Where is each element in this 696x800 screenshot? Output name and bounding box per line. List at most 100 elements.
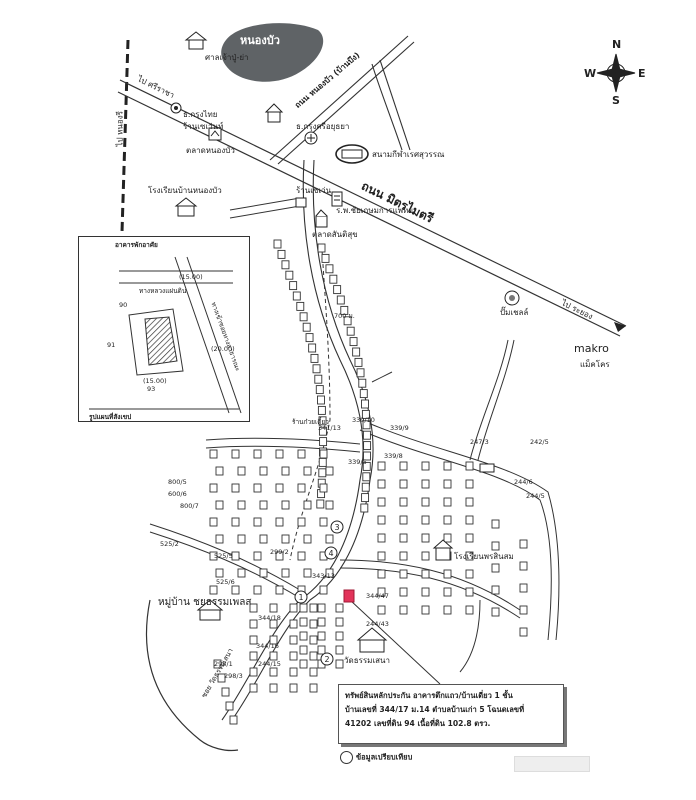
house-block — [318, 468, 327, 478]
house-block — [317, 631, 326, 641]
house-block — [363, 441, 372, 451]
house-block — [399, 551, 408, 561]
house-block — [281, 568, 290, 578]
house-block — [308, 343, 317, 353]
compass-n: N — [612, 38, 622, 51]
house-block — [314, 374, 323, 384]
shrine-icon — [184, 31, 208, 50]
house-block — [443, 461, 452, 471]
house-block — [269, 635, 278, 645]
house-block — [399, 515, 408, 525]
house-block — [362, 430, 371, 440]
plot-number: 244/15 — [258, 660, 281, 668]
house-block — [519, 561, 528, 571]
plot-number: 244/43 — [366, 620, 389, 628]
building-icon-right — [479, 463, 495, 473]
house-block — [231, 483, 240, 493]
house-block — [319, 517, 328, 527]
house-block — [259, 534, 268, 544]
house-block — [253, 483, 262, 493]
house-block — [281, 466, 290, 476]
plot-number: 339/9 — [390, 424, 409, 432]
house-block — [465, 605, 474, 615]
house-block — [209, 585, 218, 595]
house-block — [421, 569, 430, 579]
to-left-top-label: ไป หนองรี — [115, 111, 125, 147]
market-kanyasuk-icon — [315, 209, 328, 228]
dashed-path — [289, 249, 331, 561]
plot-number: 244/5 — [526, 492, 545, 500]
house-block — [231, 551, 240, 561]
house-block — [363, 451, 371, 461]
plot-number: 343/13 — [312, 572, 335, 580]
house-block — [325, 466, 334, 476]
house-block — [312, 364, 321, 374]
house-block — [277, 249, 286, 259]
house-block — [465, 569, 474, 579]
house-block — [253, 585, 262, 595]
house-block — [491, 541, 500, 551]
house-block — [356, 368, 365, 378]
house-block — [377, 497, 386, 507]
house-block — [325, 264, 334, 274]
plot-number: 525/6 — [216, 578, 235, 586]
house-block — [217, 673, 226, 683]
hospital-label: ร.พ.ชัยเกษมการแพทย์ — [336, 206, 413, 215]
callout-line-3: 41202 เลขที่ดิน 94 เนื้อที่ดิน 102.8 ตรว… — [345, 719, 491, 728]
house-block — [362, 461, 371, 471]
market-icon — [208, 127, 222, 141]
marker-2: 2 — [324, 655, 329, 664]
house-block — [249, 619, 258, 629]
house-block — [421, 497, 430, 507]
main-highway — [117, 79, 627, 337]
house-block — [237, 466, 246, 476]
house-block — [299, 617, 308, 627]
house-block — [317, 243, 326, 253]
house-block — [292, 291, 301, 301]
house-block — [519, 539, 528, 549]
house-block — [213, 659, 222, 669]
stamp-mark — [514, 756, 590, 772]
house-block — [269, 603, 278, 613]
house-block — [297, 483, 306, 493]
house-block — [253, 551, 262, 561]
plot-number: 339/8 — [384, 452, 403, 460]
house-block — [340, 305, 349, 315]
makro-en-label: makro — [574, 342, 609, 355]
house-block — [325, 500, 334, 510]
secondary-roads — [149, 197, 560, 673]
house-block — [289, 635, 298, 645]
house-block — [318, 416, 327, 426]
house-block — [309, 667, 318, 677]
house-block — [519, 583, 528, 593]
house-block — [231, 449, 240, 459]
house-block — [465, 515, 474, 525]
house-block — [319, 585, 328, 595]
house-block — [325, 534, 334, 544]
house-block — [289, 281, 298, 291]
house-block — [285, 270, 294, 280]
bank-krungthai-label: ธ.กรุงไทย — [183, 110, 218, 119]
house-block — [358, 378, 367, 388]
school-south-icon — [432, 539, 454, 561]
inset-title: อาคารพักอาศัย — [115, 241, 158, 249]
house-block — [377, 569, 386, 579]
seven-eleven-label: ร้านเซเว่น — [296, 186, 332, 195]
house-block — [343, 316, 352, 326]
legend-circle-icon — [340, 751, 353, 764]
house-block — [399, 605, 408, 615]
house-block — [269, 651, 278, 661]
house-block — [465, 497, 474, 507]
house-block — [443, 497, 452, 507]
stadium-icon — [335, 144, 369, 164]
house-block — [333, 285, 342, 295]
house-block — [289, 667, 298, 677]
house-block — [299, 603, 308, 613]
stadium-label: สนามกีฬาเรศสุวรรณ — [372, 150, 445, 159]
house-block — [317, 645, 326, 655]
comparison-markers — [294, 520, 344, 666]
legend-label: ข้อมูลเปรียบเทียบ — [356, 752, 413, 762]
lake-label: หนองบัว — [240, 34, 280, 47]
house-block — [316, 499, 325, 509]
house-block — [321, 253, 330, 263]
